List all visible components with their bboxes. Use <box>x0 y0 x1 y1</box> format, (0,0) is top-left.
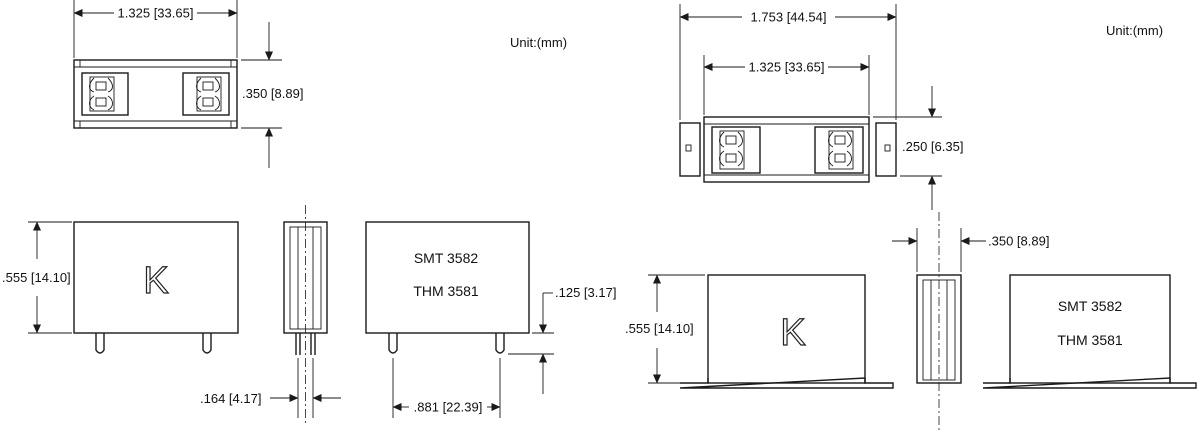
left-front-view: K <box>73 221 239 354</box>
left-pin-length-label: .125 [3.17] <box>555 285 616 300</box>
right-height-label: .555 [14.10] <box>625 321 694 336</box>
right-width-dimension: .250 [6.35] <box>873 86 963 210</box>
right-side-width-label: .350 [8.89] <box>988 234 1049 249</box>
fuse-clip-right <box>182 72 230 116</box>
unit-label-left: Unit:(mm) <box>510 35 567 50</box>
left-width-label: .350 [8.89] <box>242 86 303 101</box>
right-length-dimension: 1.325 [33.65] <box>703 55 870 115</box>
left-height-label: .555 [14.10] <box>2 270 71 285</box>
left-top-view <box>73 59 238 129</box>
left-back-view: SMT 3582 THM 3581 <box>365 221 530 354</box>
left-side-view <box>283 205 328 425</box>
smt-clip-right <box>814 126 864 174</box>
part-number-thm: THM 3581 <box>413 283 479 299</box>
left-pin-spacing-label: .881 [22.39] <box>414 400 483 415</box>
k-logo-right: K <box>780 312 805 354</box>
right-top-view <box>679 116 897 183</box>
right-length-label: 1.325 [33.65] <box>749 60 825 75</box>
right-total-length-label: 1.753 [44.54] <box>751 10 827 25</box>
left-pin-length-dimension: .125 [3.17] <box>508 285 616 394</box>
left-length-label: 1.325 [33.65] <box>118 6 194 21</box>
k-logo: K <box>143 260 168 302</box>
unit-label-right: Unit:(mm) <box>1106 23 1163 38</box>
right-total-length-dimension: 1.753 [44.54] <box>679 4 897 120</box>
part-number-smt-right: SMT 3582 <box>1058 298 1123 314</box>
left-width-dimension: .350 [8.89] <box>241 22 303 168</box>
part-number-thm-right: THM 3581 <box>1057 332 1123 348</box>
left-pin-gap-dimension: .164 [4.17] <box>200 358 341 418</box>
left-height-dimension: .555 [14.10] <box>2 221 72 334</box>
left-pin-spacing-dimension: .881 [22.39] <box>392 358 501 418</box>
right-height-dimension: .555 [14.10] <box>625 274 705 384</box>
right-front-view: K <box>679 274 894 389</box>
left-length-dimension: 1.325 [33.65] <box>73 0 238 58</box>
right-side-width-dimension: .350 [8.89] <box>892 228 1049 272</box>
smt-clip-left <box>711 126 761 174</box>
right-back-view: SMT 3582 THM 3581 <box>982 274 1197 389</box>
left-pin-gap-label: .164 [4.17] <box>200 391 261 406</box>
right-side-view <box>916 212 962 430</box>
part-number-smt: SMT 3582 <box>414 250 479 266</box>
fuse-clip-left <box>81 72 129 116</box>
right-width-label: .250 [6.35] <box>902 139 963 154</box>
